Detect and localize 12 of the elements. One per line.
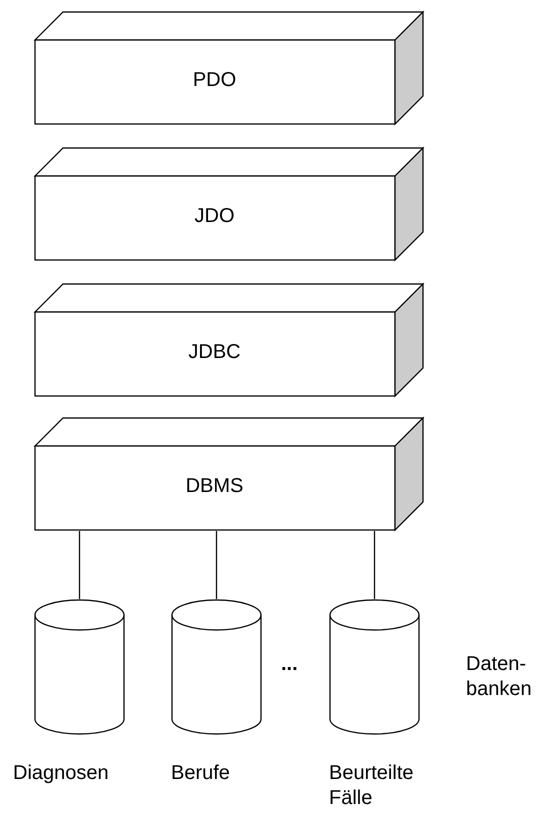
connector-line	[216, 531, 218, 599]
layer-label: PDO	[192, 69, 238, 92]
connector-line	[78, 531, 80, 599]
group-label: Daten- banken	[466, 652, 533, 702]
ellipsis: ...	[281, 652, 299, 677]
database-label: Diagnosen	[13, 761, 110, 786]
layer-label: DBMS	[184, 475, 244, 498]
database-label: Beurteilte Fälle	[329, 761, 414, 811]
database-label: Berufe	[171, 761, 231, 786]
layer-label: JDBC	[187, 341, 242, 364]
connector-line	[374, 531, 376, 599]
layer-label: JDO	[194, 205, 236, 228]
